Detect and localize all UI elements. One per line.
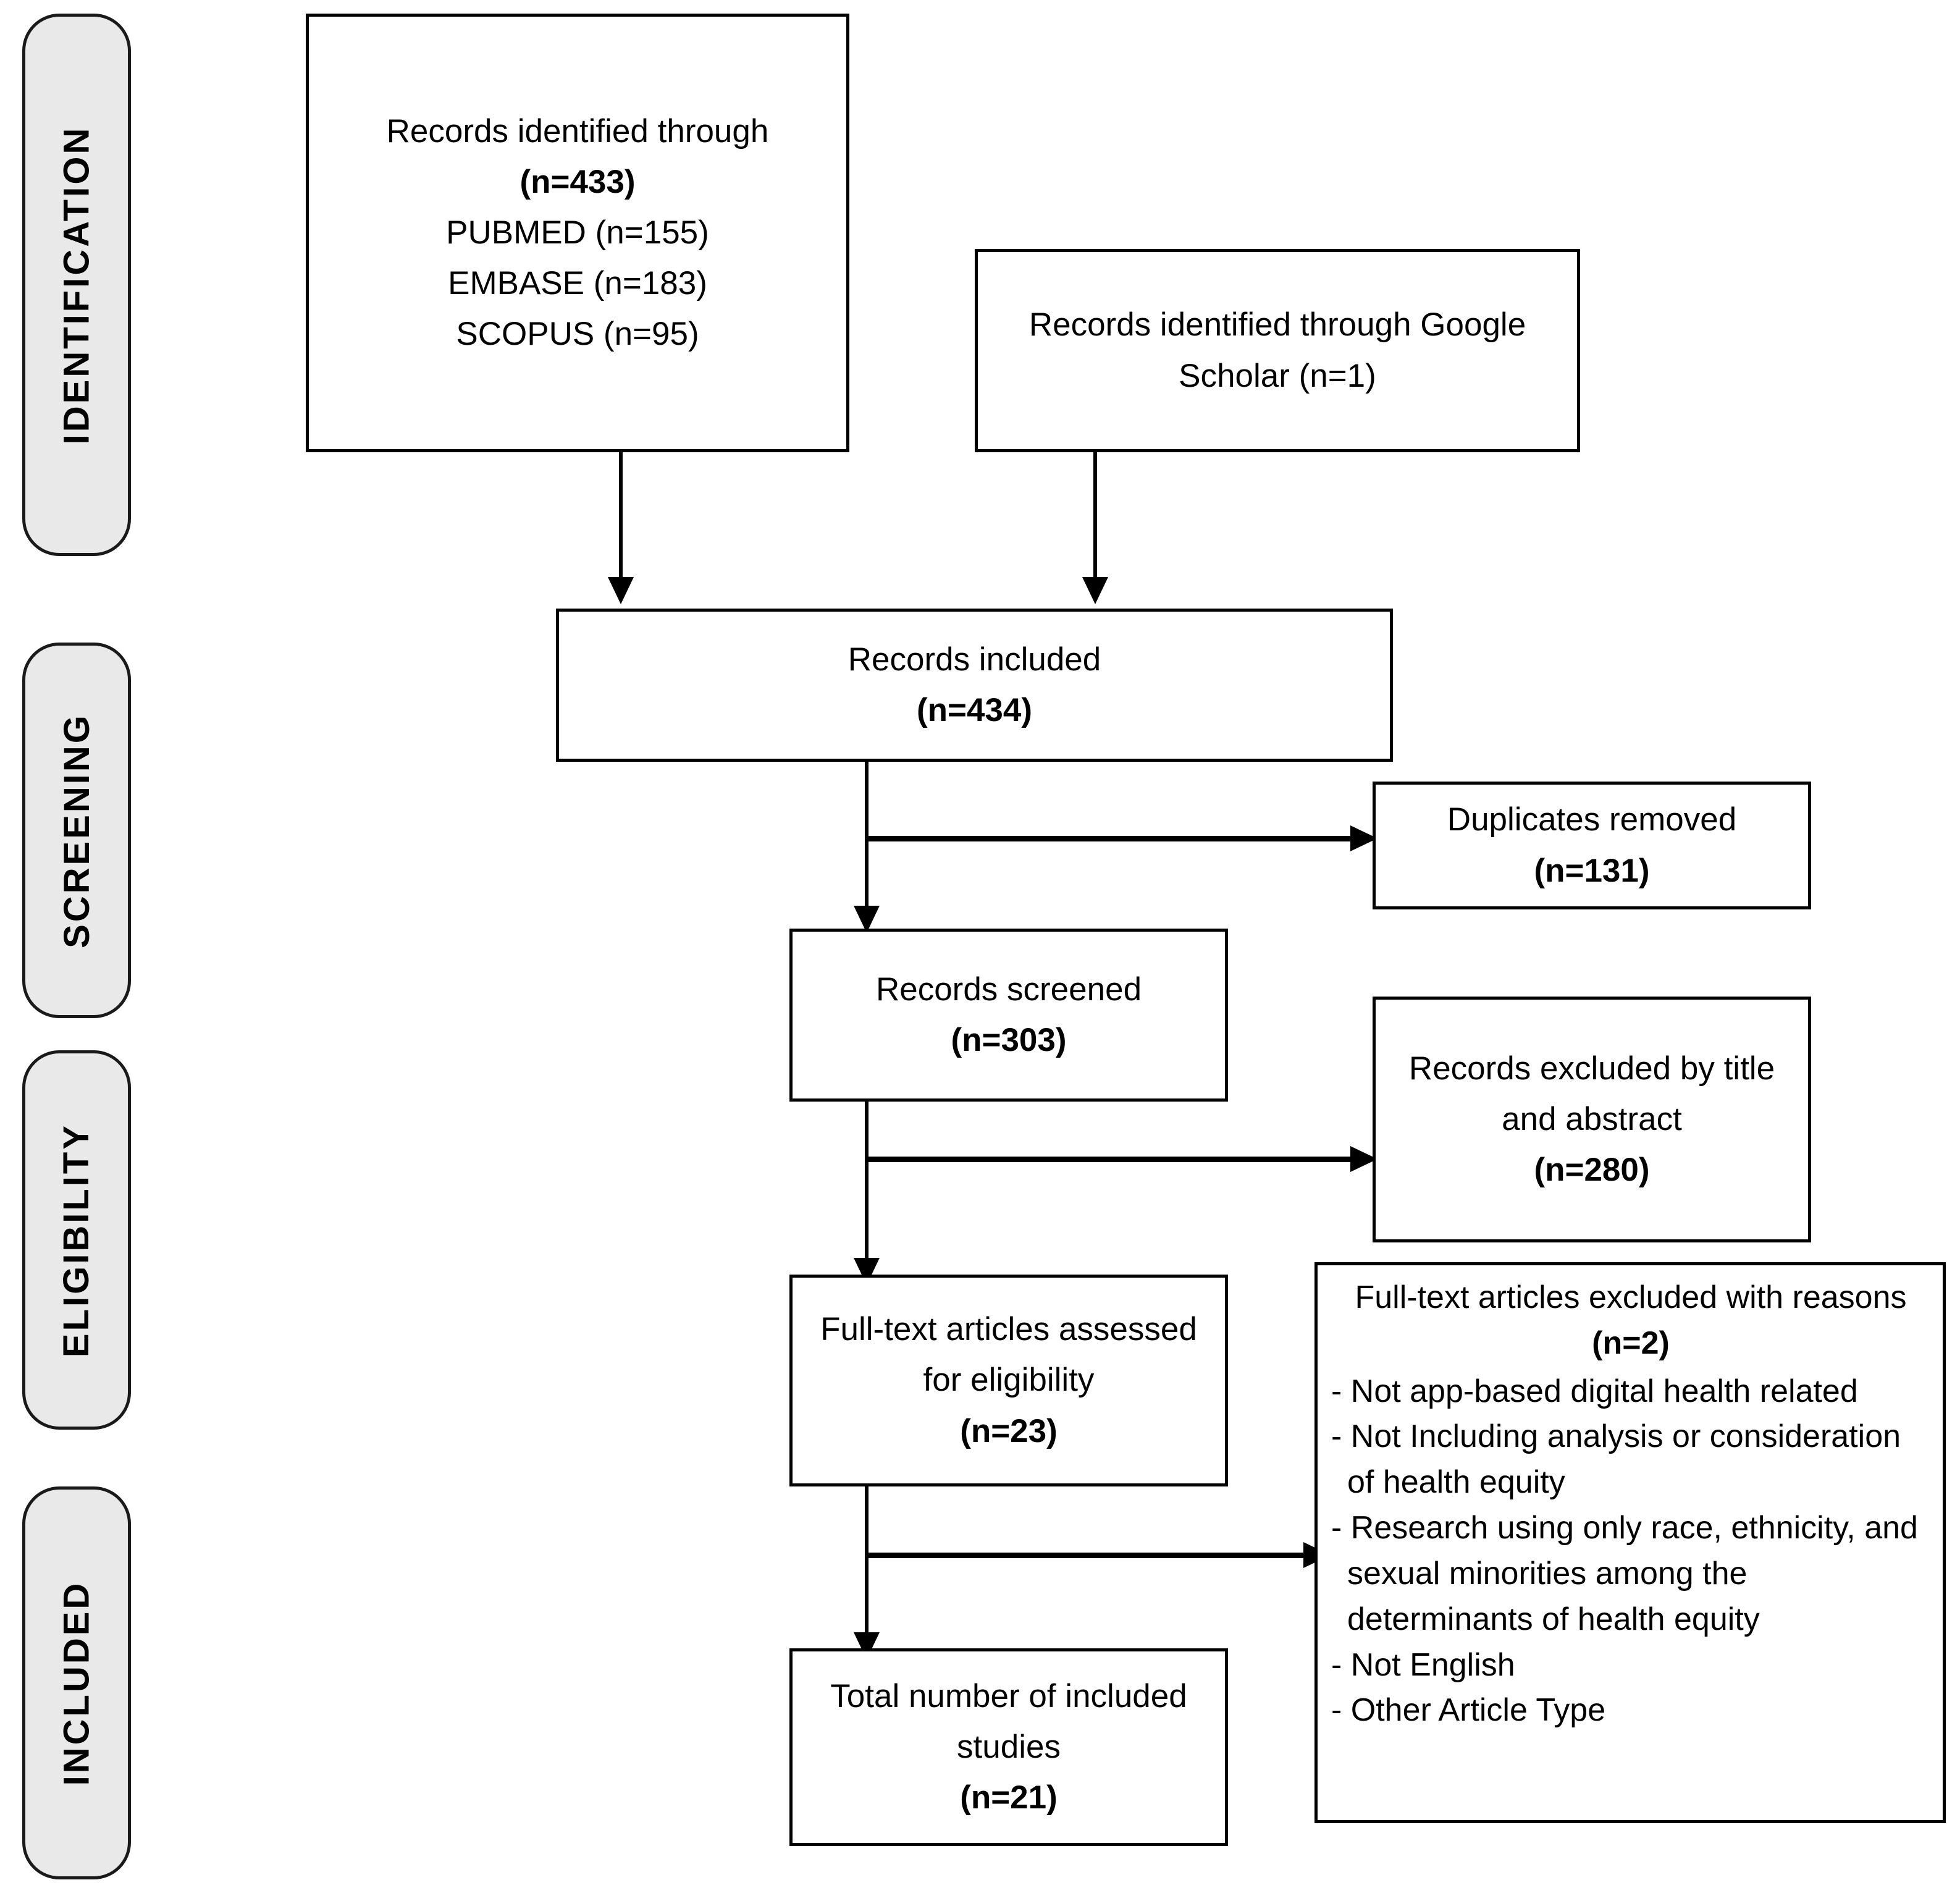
arrowhead-gs-to-included <box>1082 577 1108 604</box>
db-line-total: (n=433) <box>519 163 636 200</box>
screened-line-count: (n=303) <box>951 1022 1067 1058</box>
connector-screened-to-fulltext <box>865 1102 869 1260</box>
included-line-count: (n=434) <box>916 692 1033 728</box>
box-records-excluded-title-abstract: Records excluded by title and abstract (… <box>1373 997 1811 1242</box>
box-records-identified-google-scholar: Records identified through Google Schola… <box>975 249 1580 452</box>
box-duplicates-removed: Duplicates removed (n=131) <box>1373 782 1811 909</box>
screened-line-title: Records screened <box>875 971 1142 1008</box>
fulltext-line-1: Full-text articles assessed <box>820 1311 1197 1348</box>
total-line-1: Total number of included <box>830 1677 1187 1714</box>
excluded-line-2: and abstract <box>1502 1100 1682 1137</box>
connector-gs-to-included <box>1093 452 1097 579</box>
excluded-line-count: (n=280) <box>1534 1152 1650 1189</box>
connector-included-to-duplicates <box>867 836 1355 841</box>
reasons-count: (n=2) <box>1592 1325 1670 1361</box>
total-line-2: studies <box>957 1728 1061 1765</box>
duplicates-line-title: Duplicates removed <box>1447 801 1737 838</box>
db-line-pubmed: PUBMED (n=155) <box>446 214 709 251</box>
db-line-title: Records identified through <box>386 112 769 150</box>
reasons-title: Full-text articles excluded with reasons <box>1355 1280 1907 1315</box>
stage-label-eligibility: ELIGIBILITY <box>56 1123 97 1357</box>
connector-fulltext-to-total <box>865 1486 869 1635</box>
connector-db-to-included <box>619 452 623 579</box>
stage-pill-identification: IDENTIFICATION <box>22 14 131 556</box>
total-line-count: (n=21) <box>960 1779 1058 1816</box>
db-line-scopus: SCOPUS (n=95) <box>456 316 699 353</box>
connector-included-to-screened <box>865 762 869 908</box>
stage-pill-screening: SCREENING <box>22 643 131 1018</box>
gs-count-text: Scholar (n=1) <box>1179 357 1376 394</box>
gs-line-count: Scholar (n=1) <box>1179 351 1376 402</box>
box-fulltext-excluded-with-reasons: Full-text articles excluded with reasons… <box>1314 1262 1946 1823</box>
box-fulltext-assessed: Full-text articles assessed for eligibil… <box>789 1275 1228 1486</box>
reason-item-3: - Research using only race, ethnicity, a… <box>1331 1510 1918 1637</box>
arrowhead-db-to-included <box>608 577 634 604</box>
reason-item-2: - Not Including analysis or consideratio… <box>1331 1419 1901 1501</box>
connector-screened-to-excluded <box>867 1157 1355 1162</box>
arrowhead-included-to-screened <box>854 906 880 933</box>
stage-pill-eligibility: ELIGIBILITY <box>22 1050 131 1430</box>
excluded-line-1: Records excluded by title <box>1408 1050 1775 1087</box>
box-records-screened: Records screened (n=303) <box>789 929 1228 1102</box>
stage-label-screening: SCREENING <box>56 712 97 948</box>
reason-item-5: - Other Article Type <box>1331 1692 1606 1729</box>
stage-label-included: INCLUDED <box>56 1580 97 1785</box>
box-records-included: Records included (n=434) <box>556 609 1393 762</box>
box-records-identified-databases: Records identified through (n=433) PUBME… <box>306 14 849 452</box>
fulltext-line-2: for eligibility <box>923 1362 1095 1399</box>
reason-item-1: - Not app-based digital health related <box>1331 1373 1858 1409</box>
reason-item-4: - Not English <box>1331 1646 1515 1683</box>
fulltext-line-count: (n=23) <box>960 1412 1058 1449</box>
db-line-embase: EMBASE (n=183) <box>448 265 707 302</box>
duplicates-line-count: (n=131) <box>1534 852 1650 889</box>
box-total-included-studies: Total number of included studies (n=21) <box>789 1648 1228 1846</box>
stage-label-identification: IDENTIFICATION <box>56 125 97 444</box>
gs-line-title: Records identified through Google <box>1028 306 1526 344</box>
stage-pill-included: INCLUDED <box>22 1486 131 1879</box>
connector-fulltext-to-reasons <box>867 1553 1307 1558</box>
included-line-title: Records included <box>848 641 1101 678</box>
